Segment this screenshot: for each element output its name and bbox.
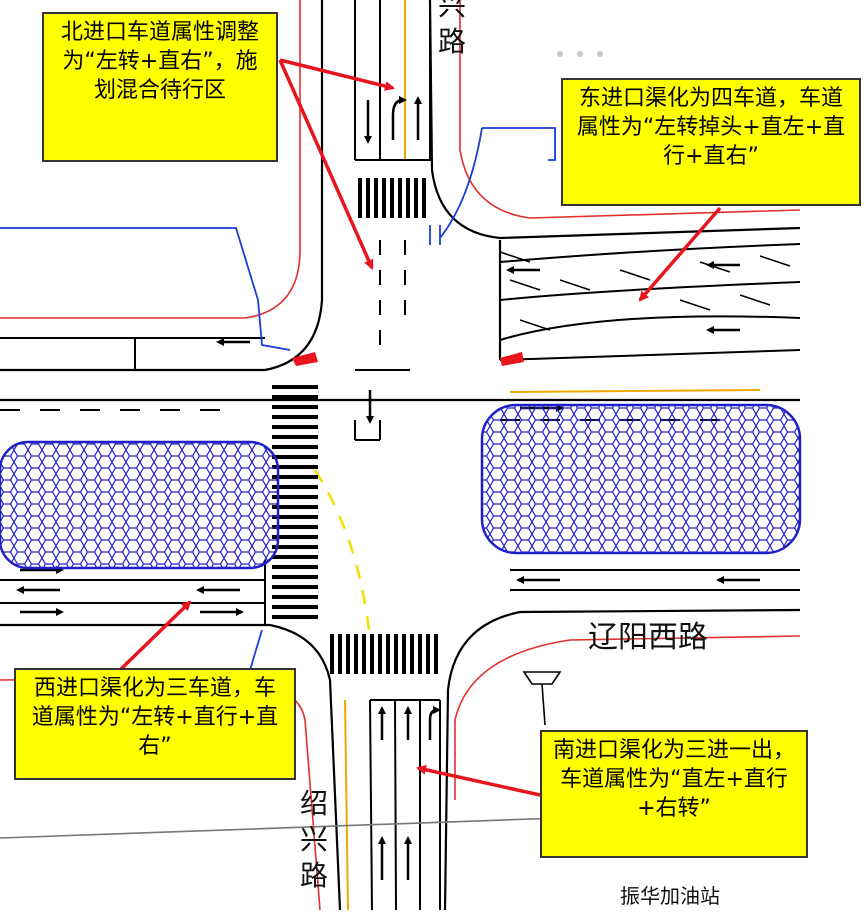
- callout-east: 东进口渠化为四车道，车道属性为“左转掉头+直左+直行+直右”: [561, 78, 861, 206]
- road-label-shaoxing-bottom: 绍兴路: [299, 787, 328, 892]
- median-east: [480, 403, 802, 555]
- median-west: [0, 440, 280, 570]
- ns-lanes: [344, 0, 441, 911]
- callout-west: 西进口渠化为三车道，车道属性为“左转+直行+直右”: [14, 668, 296, 780]
- east-channel-hatch: [499, 251, 791, 331]
- gas-station-label: 振华加油站: [620, 884, 720, 908]
- blue-guide-lines: [0, 127, 556, 671]
- guide-curve-yellow: [313, 469, 372, 641]
- callout-south: 南进口渠化为三进一出，车道属性为“直左+直行+右转”: [540, 730, 808, 858]
- road-label-liaoyang-west: 辽阳西路: [588, 620, 708, 655]
- decor-dots: [557, 51, 603, 57]
- crosswalk-north: [358, 178, 426, 218]
- waiting-area-dashes: [354, 240, 410, 441]
- road-label-shaoxing-top: 兴路: [437, 0, 466, 58]
- east-lanes: [499, 243, 801, 591]
- island-markers: [292, 352, 524, 366]
- bottom-gray-line: [0, 817, 561, 839]
- lamp-post-icon: [522, 671, 562, 726]
- crosswalk-west: [272, 385, 318, 619]
- callout-arrows: [118, 58, 722, 797]
- callout-north: 北进口车道属性调整为“左转+直右”，施划混合待行区: [42, 12, 278, 162]
- crosswalk-south: [330, 634, 438, 674]
